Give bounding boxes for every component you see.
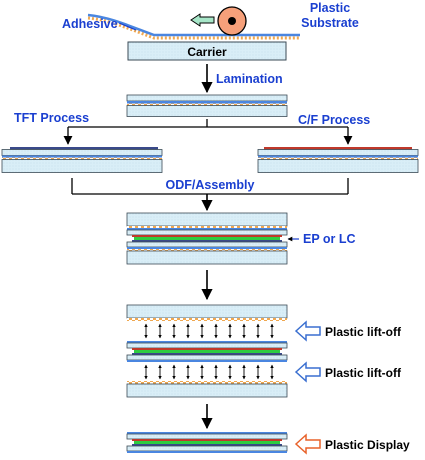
assembled-panel [126, 212, 288, 265]
carrier-label: Carrier [187, 45, 227, 59]
liftoff-stack [126, 304, 288, 398]
plastic-strip [87, 13, 300, 37]
tft-process-label: TFT Process [14, 111, 89, 125]
carrier-glass [127, 41, 287, 61]
hollow-arrow-icon [294, 320, 321, 342]
plastic-liftoff-label-2: Plastic lift-off [325, 366, 402, 380]
adhesive-label: Adhesive [62, 17, 118, 31]
plastic-display [126, 432, 288, 453]
ep-or-lc-label: EP or LC [303, 232, 356, 246]
plastic-substrate-label-1: Plastic [310, 1, 350, 15]
plastic-display-label: Plastic Display [325, 438, 410, 452]
pull-arrow-icon [190, 13, 215, 27]
hollow-arrow-icon [294, 361, 321, 383]
plastic-substrate-label-2: Substrate [301, 16, 359, 30]
liftoff-gap-arrows-2 [144, 364, 274, 380]
laminated-stack [126, 94, 288, 117]
roller-icon [217, 6, 247, 36]
adhesive-pointer [118, 22, 137, 31]
tft-substrate [1, 147, 163, 173]
odf-assembly-label: ODF/Assembly [166, 178, 255, 192]
hollow-arrow-icon [294, 433, 321, 455]
liftoff-gap-arrows-1 [144, 323, 274, 339]
step-substrate: Carrier Adhesive Plastic Substrate [62, 1, 359, 61]
cf-substrate [257, 147, 419, 173]
lamination-label: Lamination [216, 72, 283, 86]
adhesive-layer [87, 16, 300, 40]
cf-process-label: C/F Process [298, 113, 370, 127]
plastic-liftoff-label-1: Plastic lift-off [325, 325, 402, 339]
